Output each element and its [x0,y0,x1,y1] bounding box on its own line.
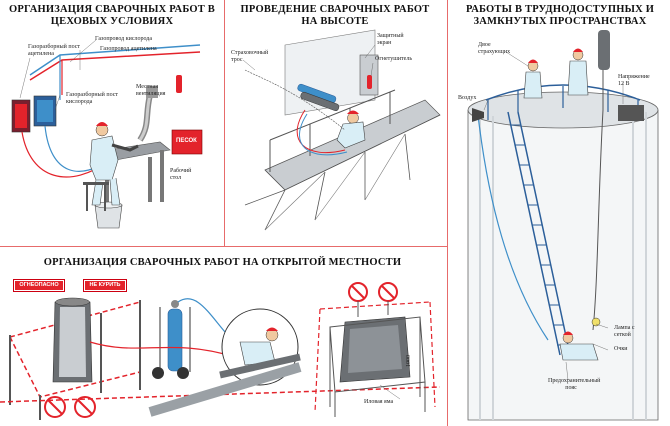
panel-outdoor: ОРГАНИЗАЦИЯ СВАРОЧНЫХ РАБОТ НА ОТКРЫТОЙ … [0,247,447,426]
height-illustration [242,29,441,231]
label-extinguisher: Огнетушитель [375,56,413,62]
tank-wall [467,110,659,421]
label-goggles: Очки [614,346,628,352]
extinguisher [176,75,182,93]
sign-flammable: ОГНЕОПАСНО [14,280,64,291]
panel-outdoor-title: ОРГАНИЗАЦИЯ СВАРОЧНЫХ РАБОТ НА ОТКРЫТОЙ … [43,257,402,268]
panel-confined-title: РАБОТЫ В ТРУДНОДОСТУПНЫХ И ЗАМКНУТЫХ ПРО… [465,4,655,27]
sign-no-smoking: НЕ КУРИТЬ [84,280,126,291]
oxygen-cylinder [167,308,183,372]
label-safety-rope: Страховочный трос [231,50,269,63]
divider-horizontal [0,246,447,247]
label-belt: Предохранительный пояс [548,378,601,391]
label-acetylene-post: Газоразборный пост ацетилена [28,44,81,57]
welder-head [347,112,359,124]
label-sand: ПЕСОК [176,138,197,144]
divider-vertical-left [224,0,225,246]
panel-workshop: ОРГАНИЗАЦИЯ СВАРОЧНЫХ РАБОТ В ЦЕХОВЫХ УС… [0,0,224,246]
extinguisher [367,75,372,89]
confined-illustration [467,30,659,421]
label-oxygen-post: Газоразборный пост кислорода [66,92,119,105]
divider-vertical-right [447,0,448,426]
workshop-illustration [11,39,203,229]
label-work-table: Рабочий стол [170,168,192,181]
label-shield: Защитный экран [377,33,404,46]
barrier-tape-right [314,301,436,413]
label-lamp: Лампа с сеткой [614,325,635,338]
welder-body [89,135,119,181]
tank-railing [485,84,641,101]
ladder [507,111,571,356]
label-hole: Иловая яма [364,399,394,405]
panel-confined: РАБОТЫ В ТРУДНОДОСТУПНЫХ И ЗАМКНУТЫХ ПРО… [448,0,670,426]
label-height-dim: 1000 [406,355,412,367]
panel-workshop-title: ОРГАНИЗАЦИЯ СВАРОЧНЫХ РАБОТ В ЦЕХОВЫХ УС… [9,4,215,27]
safety-rope [244,69,346,131]
label-observers: Двое страхующих [478,42,511,55]
bucket [94,204,123,229]
label-local-vent: Местная вентиляция [136,84,166,97]
label-acetylene-pipe: Газопровод ацетилена [100,46,157,52]
lamp [591,317,601,327]
panel-height-title: ПРОВЕДЕНИЕ СВАРОЧНЫХ РАБОТ НА ВЫСОТЕ [240,4,430,27]
outdoor-illustration [0,282,441,420]
transformer-box [618,105,644,121]
railing [269,89,396,172]
label-air: Воздух [458,95,477,101]
welder-body [336,121,366,149]
label-voltage: Напряжение 12 В [618,74,650,87]
panel-height: ПРОВЕДЕНИЕ СВАРОЧНЫХ РАБОТ НА ВЫСОТЕ Стр… [225,0,447,246]
sand-box [171,129,203,155]
label-oxygen-pipe: Газопровод кислорода [95,36,153,42]
pipe [148,362,302,417]
